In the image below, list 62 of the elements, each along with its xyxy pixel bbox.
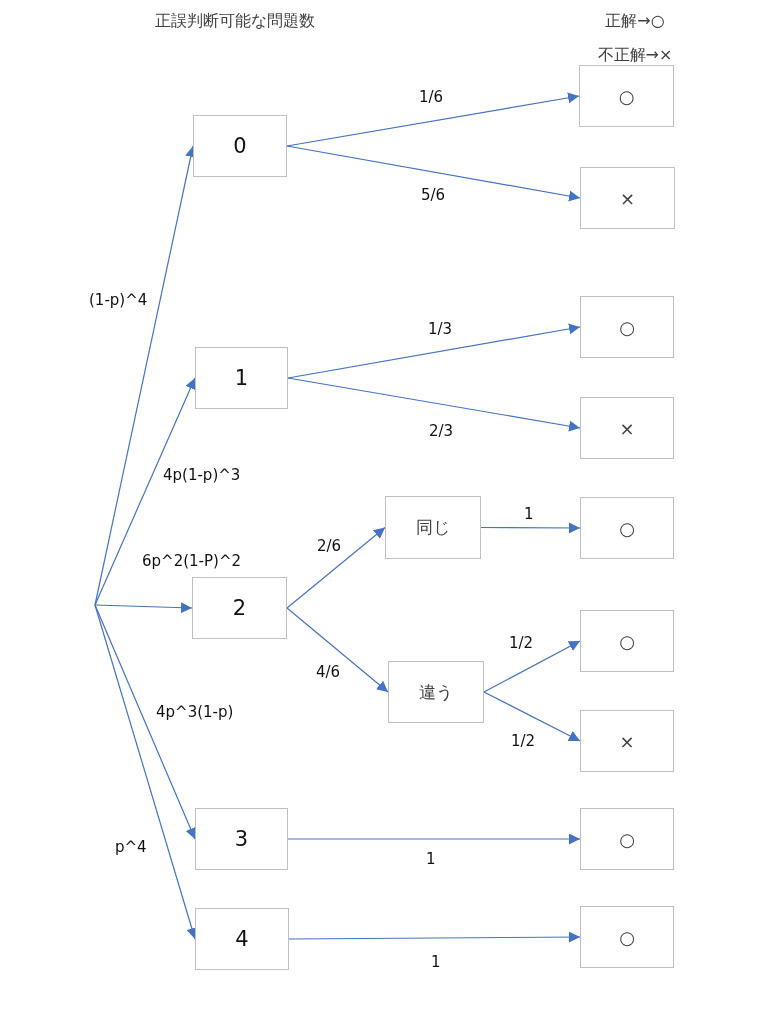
count-value: 2 [232,596,247,620]
result-mark: × [619,187,636,209]
node-box [580,808,674,870]
edge-label: (1-p)^4 [88,291,149,309]
arrow [480,522,581,534]
arrow [94,602,193,614]
arrow [287,833,581,845]
arrow [286,607,389,693]
edge-label: 1/6 [418,88,445,106]
node-box [192,577,287,639]
node-label: 違う [419,680,453,704]
node-box [580,497,674,559]
arrow [286,92,580,147]
node-box [580,610,674,672]
node-box [580,906,674,968]
edge-label: 4p^3(1-p) [155,703,235,721]
column-heading: 不正解→× [596,44,674,66]
arrow [94,604,196,840]
result-mark: ○ [619,828,635,850]
edge-label: 2/6 [316,537,343,555]
count-value: 4 [235,927,249,951]
arrow [483,640,581,693]
arrow [287,323,581,379]
result-mark: ○ [619,316,635,338]
result-mark: ○ [619,630,635,652]
edge-label: 2/3 [428,422,455,440]
node-box [580,710,674,772]
result-mark: × [619,730,635,752]
arrow [286,526,386,609]
node-box [195,347,288,409]
result-mark: ○ [619,517,635,539]
edge-label: p^4 [114,838,148,856]
node-box [579,65,674,127]
result-mark: × [619,417,635,439]
arrow [287,377,581,432]
node-box [385,496,481,559]
column-heading: 正解→○ [604,10,666,32]
node-label: 同じ [416,516,450,539]
node-box [580,296,674,358]
count-value: 0 [233,134,247,158]
node-box [580,167,675,229]
node-box [580,397,674,459]
edge-label: 1/3 [427,320,454,338]
arrow [94,377,196,606]
edge-label: 5/6 [420,186,447,204]
result-mark: ○ [619,926,635,948]
edge-label: 4/6 [315,663,342,681]
node-box [195,908,289,970]
arrow [483,691,581,742]
column-heading: 正誤判断可能な問題数 [154,10,316,32]
edge-label: 1/2 [508,634,535,652]
edge-label: 6p^2(1-P)^2 [141,552,242,570]
result-mark: ○ [618,85,635,107]
edge-label: 4p(1-p)^3 [162,466,242,484]
node-box [195,808,288,870]
node-box [193,115,287,177]
arrow [286,145,581,202]
count-value: 1 [234,366,249,390]
edge-label: 1/2 [510,732,537,750]
arrow [288,931,581,943]
node-box [388,661,484,723]
count-value: 3 [234,827,249,851]
